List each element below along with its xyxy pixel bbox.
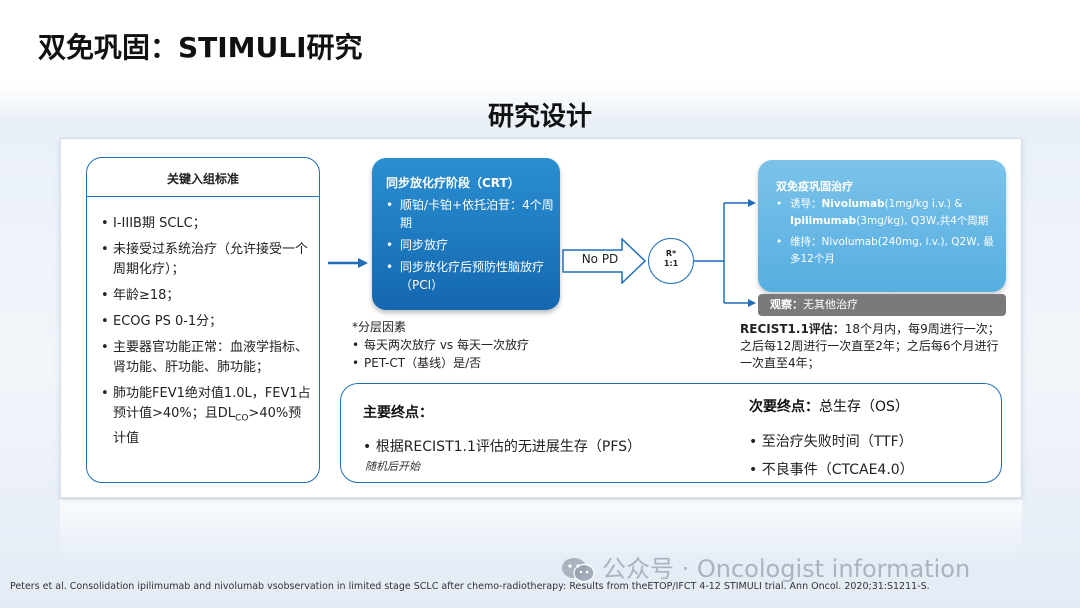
observation-text: 无其他治疗 xyxy=(803,298,858,311)
lung-subscript: CO xyxy=(235,413,249,424)
crt-title: 同步放化疗阶段（CRT） xyxy=(386,176,520,190)
branch-arrows-icon xyxy=(694,199,756,307)
wechat-icon xyxy=(562,558,595,583)
crt-list: 顺铂/卡铂+依托泊苷：4个周期 同步放疗 同步放化疗后预防性脑放疗（PCI） xyxy=(386,196,554,298)
criteria-item: 年龄≥18； xyxy=(101,286,313,306)
criteria-item: 未接受过系统治疗（允许接受一个周期化疗）； xyxy=(101,240,313,280)
lung-text-2: >40%预计值 xyxy=(113,406,302,446)
flow-arrow-icon xyxy=(328,258,368,268)
stratification-title: *分层因素 xyxy=(352,320,407,334)
randomization-circle: R* 1:1 xyxy=(648,238,694,284)
consolidation-therapy-box: 双免疫巩固治疗 诱导：Nivolumab(1mg/kg i.v.) & Ipil… xyxy=(758,160,1006,292)
induction-dose-1: (1mg/kg i.v.) & xyxy=(884,198,963,210)
recist-label: RECIST1.1评估： xyxy=(740,322,845,336)
induction-drug-ipilimumab: Ipilimumab xyxy=(790,215,857,227)
no-pd-label: No PD xyxy=(581,252,619,266)
stratification-list: 每天两次放疗 vs 每天一次放疗 PET-CT（基线）是/否 xyxy=(352,336,572,372)
induction-drug-nivolumab: Nivolumab xyxy=(821,198,885,210)
stratification-item: PET-CT（基线）是/否 xyxy=(352,354,572,372)
criteria-title: 关键入组标准 xyxy=(166,172,239,186)
secondary-endpoint-list: • 至治疗失败时间（TTF） • 不良事件（CTCAE4.0） xyxy=(749,428,914,484)
criteria-item: 主要器官功能正常：血液学指标、肾功能、肝功能、肺功能； xyxy=(101,338,313,378)
stratification-item: 每天两次放疗 vs 每天一次放疗 xyxy=(352,336,572,354)
induction-item: 诱导：Nivolumab(1mg/kg i.v.) & Ipilimumab(3… xyxy=(776,196,1000,230)
criteria-item: I-IIIB期 SCLC； xyxy=(101,214,313,234)
criteria-item-lung-function: 肺功能FEV1绝对值1.0L，FEV1占预计值>40%；且DLCO>40%预计值 xyxy=(101,384,313,449)
induction-dose-2: (3mg/kg), Q3W,共4个周期 xyxy=(856,215,989,227)
secondary-endpoint-label: 次要终点： xyxy=(749,399,819,415)
crt-item: 同步放疗 xyxy=(386,236,554,254)
secondary-endpoint-item: • 至治疗失败时间（TTF） xyxy=(749,434,913,450)
primary-endpoint-note: 随机后开始 xyxy=(365,460,420,473)
crt-item: 同步放化疗后预防性脑放疗（PCI） xyxy=(386,258,554,294)
primary-endpoint-title: 主要终点： xyxy=(363,405,433,421)
randomization-label: R* xyxy=(665,249,677,258)
recist-assessment: RECIST1.1评估：18个月内，每9周进行一次；之后每12周进行一次直至2年… xyxy=(740,321,1000,372)
recist-text: 18个月内，每9周进行一次；之后每12周进行一次直至2年；之后每6个月进行一次直… xyxy=(740,322,1000,370)
criteria-divider xyxy=(87,196,319,197)
induction-prefix: 诱导： xyxy=(790,198,822,210)
no-pd-arrow-icon xyxy=(562,238,646,284)
panel-reflection xyxy=(60,500,1022,560)
consolidation-title: 双免疫巩固治疗 xyxy=(776,180,853,193)
observation-box: 观察：无其他治疗 xyxy=(758,294,1006,316)
secondary-endpoint-title: 次要终点：总生存（OS） xyxy=(749,396,909,416)
stratification-factors: *分层因素 每天两次放疗 vs 每天一次放疗 PET-CT（基线）是/否 xyxy=(352,318,572,372)
consolidation-list: 诱导：Nivolumab(1mg/kg i.v.) & Ipilimumab(3… xyxy=(776,196,1000,272)
primary-endpoint-item: • 根据RECIST1.1评估的无进展生存（PFS） xyxy=(363,439,642,455)
maintenance-item: 维持：Nivolumab(240mg, i.v.), Q2W, 最多12个月 xyxy=(776,234,1000,268)
lung-text-1: 肺功能FEV1绝对值1.0L，FEV1占预计值>40%；且DL xyxy=(113,386,311,421)
crt-item: 顺铂/卡铂+依托泊苷：4个周期 xyxy=(386,196,554,232)
randomization-ratio: 1:1 xyxy=(663,259,679,268)
citation: Peters et al. Consolidation ipilimumab a… xyxy=(10,581,930,592)
section-title: 研究设计 xyxy=(487,102,592,132)
secondary-endpoint-os: 总生存（OS） xyxy=(819,399,909,415)
observation-label: 观察： xyxy=(770,298,803,311)
slide-title: 双免巩固：STIMULI研究 xyxy=(38,31,363,64)
inclusion-criteria-box: 关键入组标准 I-IIIB期 SCLC； 未接受过系统治疗（允许接受一个周期化疗… xyxy=(86,157,320,483)
watermark: 公众号 · Oncologist information xyxy=(560,549,970,584)
watermark-text: 公众号 · Oncologist information xyxy=(602,555,971,583)
crt-phase-box: 同步放化疗阶段（CRT） 顺铂/卡铂+依托泊苷：4个周期 同步放疗 同步放化疗后… xyxy=(372,158,560,310)
endpoints-box: 主要终点： • 根据RECIST1.1评估的无进展生存（PFS） 随机后开始 次… xyxy=(340,383,1002,483)
criteria-item: ECOG PS 0-1分； xyxy=(101,312,313,332)
criteria-list: I-IIIB期 SCLC； 未接受过系统治疗（允许接受一个周期化疗）； 年龄≥1… xyxy=(101,214,313,455)
secondary-endpoint-item: • 不良事件（CTCAE4.0） xyxy=(749,462,914,478)
